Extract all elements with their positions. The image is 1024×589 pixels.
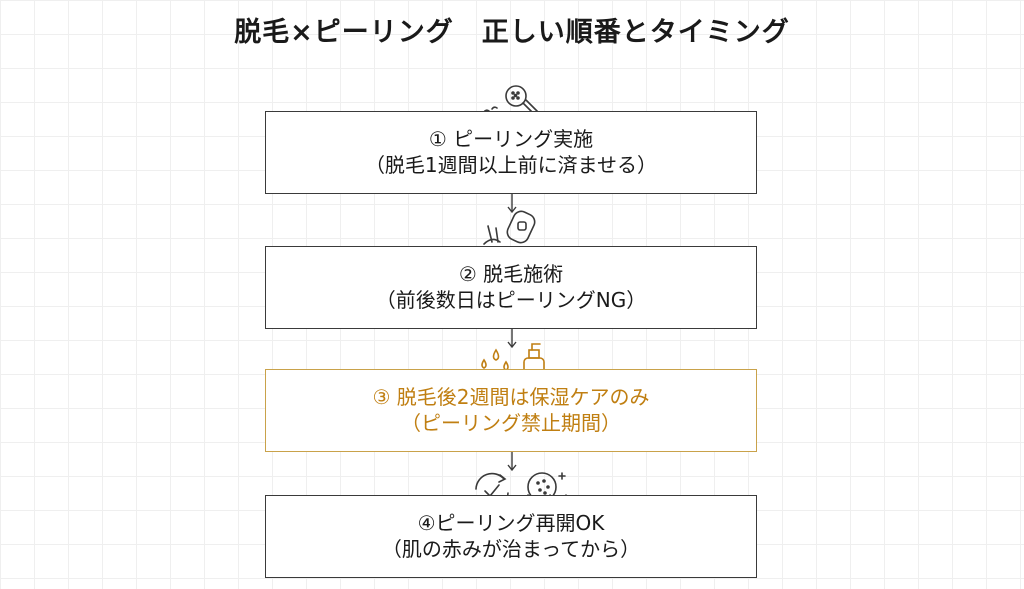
step-2-note: （前後数日はピーリングNG）	[375, 288, 647, 312]
step-1-box: ① ピーリング実施 （脱毛1週間以上前に済ませる）	[265, 111, 757, 194]
arrow-down-icon	[507, 194, 517, 214]
step-4-note: （肌の赤みが治まってから）	[381, 537, 641, 561]
step-4-label: ④ピーリング再開OK	[417, 511, 605, 535]
arrow-down-icon	[507, 329, 517, 349]
step-4-box: ④ピーリング再開OK （肌の赤みが治まってから）	[265, 495, 757, 578]
step-2-label: ② 脱毛施術	[458, 262, 564, 286]
step-1-note: （脱毛1週間以上前に済ませる）	[364, 153, 658, 177]
epilator-icon	[483, 210, 536, 245]
step-3-label: ③ 脱毛後2週間は保湿ケアのみ	[372, 385, 650, 409]
arrow-down-icon	[507, 452, 517, 472]
step-3-box: ③ 脱毛後2週間は保湿ケアのみ （ピーリング禁止期間）	[265, 369, 757, 452]
step-3-note: （ピーリング禁止期間）	[401, 411, 621, 435]
step-2-box: ② 脱毛施術 （前後数日はピーリングNG）	[265, 246, 757, 329]
page-title: 脱毛×ピーリング 正しい順番とタイミング	[234, 17, 790, 48]
step-1-label: ① ピーリング実施	[428, 127, 594, 151]
